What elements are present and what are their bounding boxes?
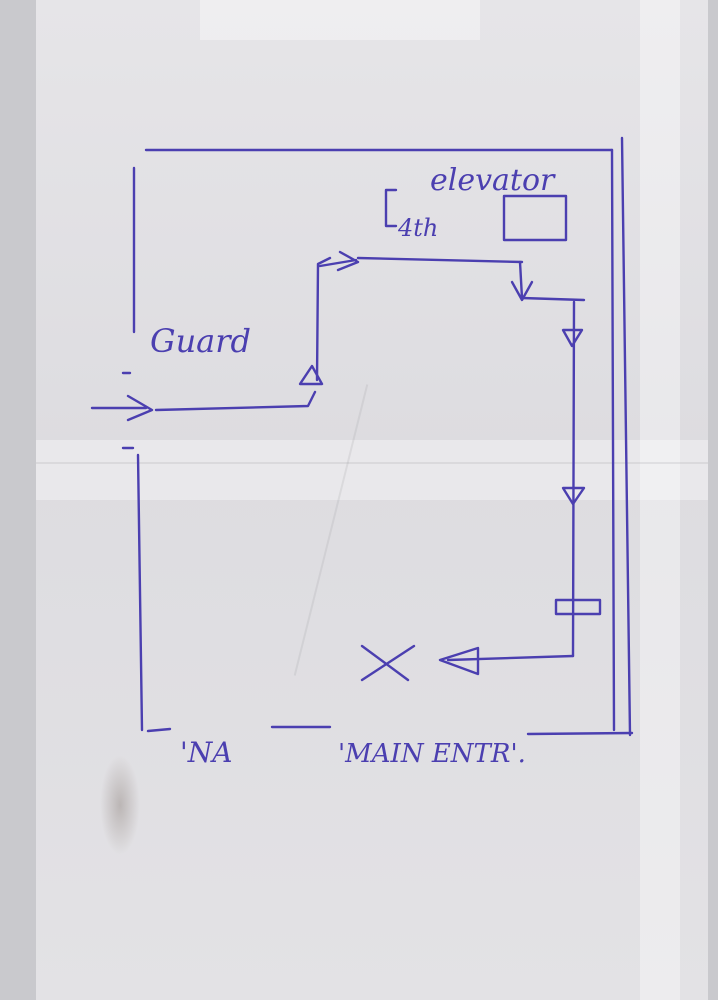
route-arrow-up — [298, 364, 324, 386]
route-arrow-left — [438, 646, 480, 676]
outer-wall-left-lower — [136, 453, 144, 732]
outer-wall-right-inner — [610, 148, 616, 732]
bottom-wall-left — [146, 727, 172, 733]
main-entrance-label: 'MAIN ENTR'. — [338, 739, 526, 769]
floor-label: 4th — [397, 214, 438, 242]
route-segment-guard — [154, 390, 317, 412]
outer-wall-right — [620, 136, 632, 737]
destination-x-mark — [360, 644, 416, 682]
tape-strip-right — [640, 0, 680, 1000]
route-arrow-down-elevator — [510, 260, 534, 302]
stain-mark — [100, 755, 140, 855]
route-segment-right — [571, 300, 576, 658]
route-segment-top — [356, 256, 524, 264]
floor-bracket — [384, 188, 398, 228]
fold-line-horizontal — [36, 462, 708, 464]
bottom-wall-right — [526, 731, 634, 736]
guard-label: Guard — [150, 322, 251, 360]
elevator-label: elevator — [430, 163, 556, 198]
na-label: 'NA — [180, 736, 232, 769]
door-marker — [554, 598, 602, 616]
route-arrow-right-top — [318, 250, 360, 272]
route-arrow-down-upper — [561, 328, 584, 348]
route-segment-elevator-exit — [520, 296, 586, 302]
route-segment-up — [315, 256, 332, 382]
tape-strip-top — [200, 0, 480, 40]
tape-strip-middle — [36, 440, 708, 500]
entrance-arrow — [90, 394, 154, 422]
route-arrow-down-lower — [561, 486, 586, 506]
paper-sheet — [36, 0, 708, 1000]
elevator-box — [502, 194, 568, 242]
route-segment-bottom — [446, 654, 575, 662]
